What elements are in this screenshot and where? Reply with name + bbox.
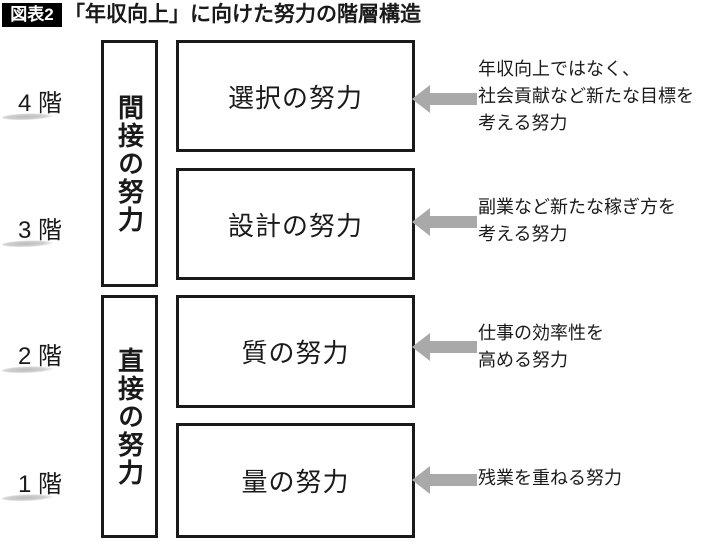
floor-label-1: 1 階 [18,471,63,498]
group-box-direct-effort: 直接の努力 [101,295,158,538]
annotation-note: 副業など新たな稼ぎ方を 考える努力 [478,197,676,244]
effort-box-design: 設計の努力 [176,168,415,280]
page-title: 「年収向上」に向けた努力の階層構造 [64,3,421,26]
effort-box-label: 選択の努力 [227,82,363,113]
group-label: 直接の努力 [114,346,145,487]
annotation-note: 年収向上ではなく、 社会貢献など新たな目標を 考える努力 [478,59,694,133]
effort-box-label: 量の努力 [241,467,350,497]
arrow-left-icon [412,208,477,236]
annotation-note: 仕事の効率性を 高める努力 [478,323,604,370]
arrow-left-icon [412,333,477,361]
arrow-left-icon [412,466,477,494]
floor-label-2: 2 階 [18,343,63,370]
effort-box-quality: 質の努力 [176,295,415,408]
group-box-indirect-effort: 間接の努力 [101,40,158,287]
effort-box-quantity: 量の努力 [176,423,415,538]
floor-label-3: 3 階 [18,217,63,244]
figure-badge: 図表2 [2,3,62,27]
annotation-note: 残業を重ねる努力 [478,468,622,488]
group-label: 間接の努力 [114,93,145,234]
effort-box-label: 質の努力 [241,338,350,368]
floor-label-4: 4 階 [18,90,63,117]
effort-box-label: 設計の努力 [227,210,363,241]
effort-box-selection: 選択の努力 [176,40,415,152]
arrow-left-icon [412,85,477,113]
